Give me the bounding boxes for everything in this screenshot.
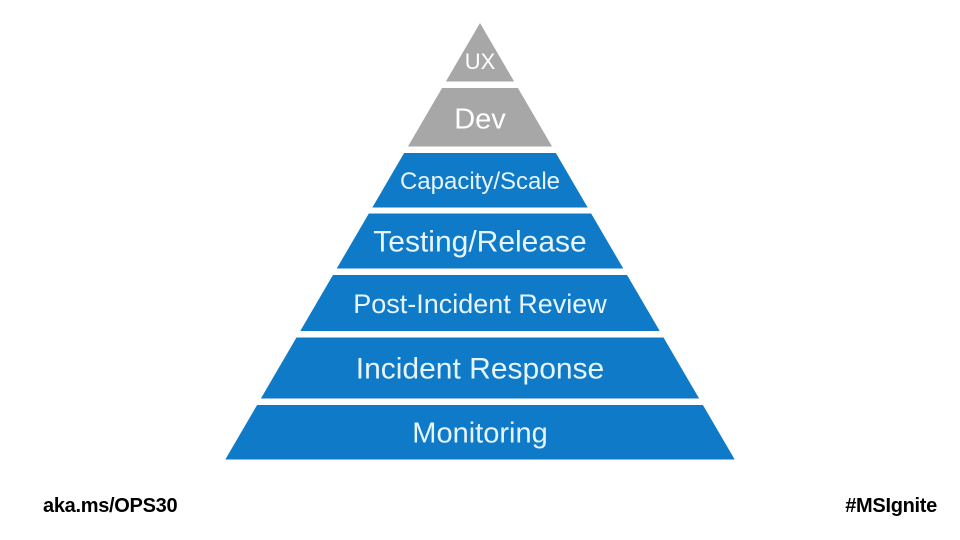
pyramid-layer-label-post-incident-review: Post-Incident Review [353,289,607,319]
pyramid-layer-post-incident-review [300,275,660,331]
pyramid-layer-label-monitoring: Monitoring [412,417,547,449]
pyramid-layer-label-testing-release: Testing/Release [373,226,586,259]
pyramid-layer-monitoring [225,405,735,460]
footer-hashtag: #MSIgnite [845,495,937,517]
pyramid-layer-ux [445,23,515,82]
footer-link: aka.ms/OPS30 [43,495,178,517]
pyramid-layer-label-capacity-scale: Capacity/Scale [400,168,560,195]
pyramid-layer-label-ux: UX [465,49,496,74]
pyramid-layer-testing-release [336,213,624,269]
pyramid-layer-capacity-scale [372,153,588,208]
pyramid-layer-incident-response [260,337,700,399]
pyramid-layer-label-dev: Dev [454,104,506,136]
pyramid-layer-label-incident-response: Incident Response [356,353,605,386]
pyramid-layer-dev [407,88,553,147]
